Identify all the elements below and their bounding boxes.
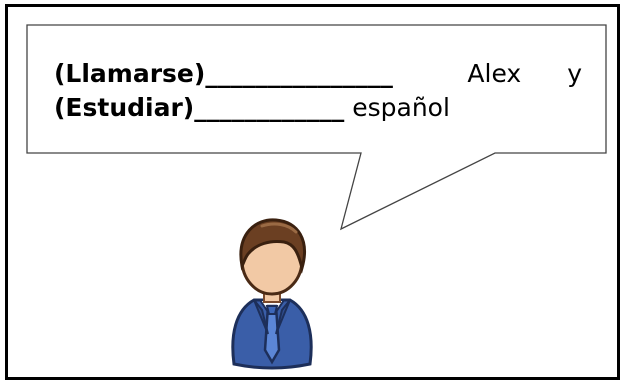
verb-estudiar: (Estudiar) <box>54 93 195 122</box>
word-y: y <box>567 59 582 88</box>
sentence-line-1: (Llamarse)_______________ Alex y <box>54 57 582 91</box>
person-in-suit-icon <box>231 218 313 370</box>
word-alex: Alex <box>467 59 522 88</box>
word-espanol: español <box>352 93 450 122</box>
verb-llamarse: (Llamarse) <box>54 59 206 88</box>
answer-blank-1[interactable]: _______________ <box>205 59 393 88</box>
sentence-line-2: (Estudiar)____________español <box>54 91 582 125</box>
answer-blank-2[interactable]: ____________ <box>194 93 345 122</box>
speech-text: (Llamarse)_______________ Alex y (Estudi… <box>54 57 582 125</box>
